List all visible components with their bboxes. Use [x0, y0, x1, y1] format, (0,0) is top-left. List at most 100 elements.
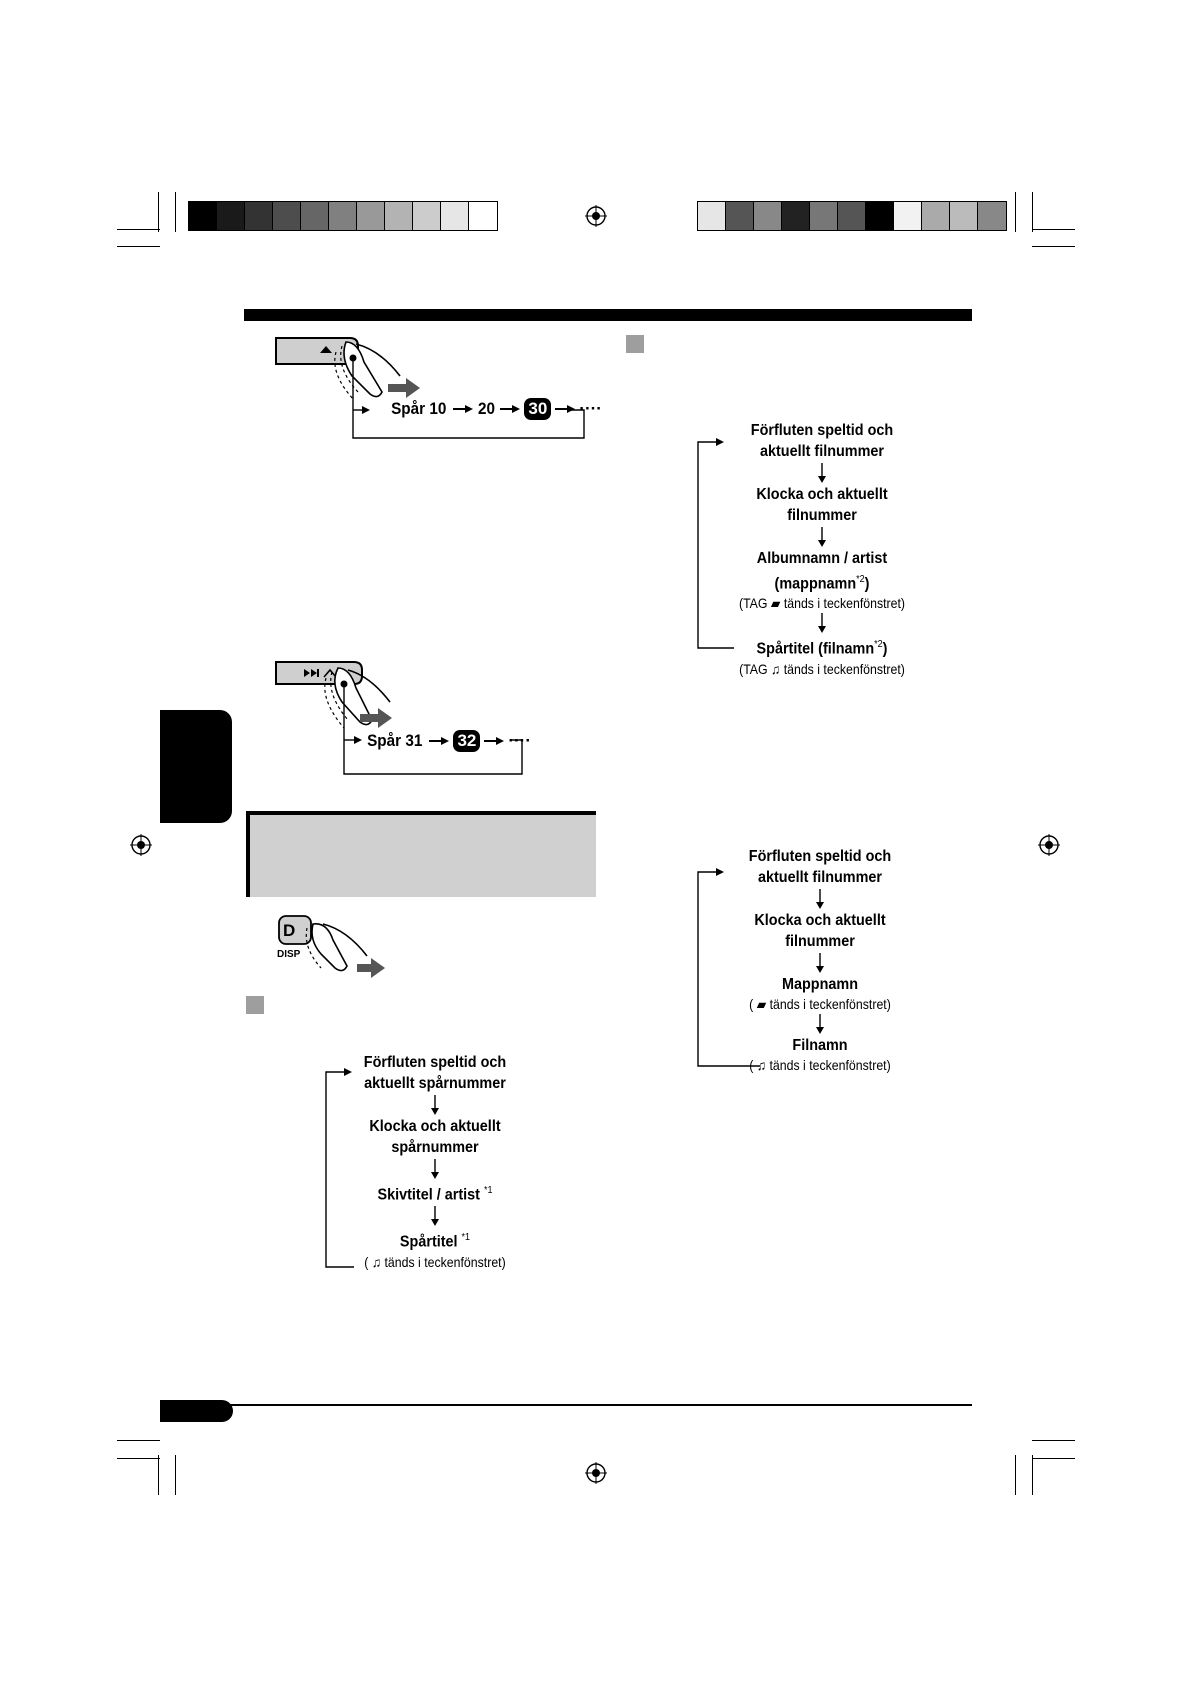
color-swatch	[698, 202, 726, 230]
flow-step-text: Albumnamn / artist	[756, 550, 888, 567]
flow-step-label: Skivtitel / artist	[377, 1186, 480, 1204]
color-swatch	[329, 202, 357, 230]
arrow-down-icon	[720, 888, 920, 910]
color-swatch	[866, 202, 894, 230]
color-bar-left	[188, 201, 498, 231]
registration-mark-icon	[130, 834, 152, 856]
flow-step-text: filnummer	[785, 933, 855, 950]
arrow-down-icon	[340, 1158, 530, 1180]
arrow-down-icon	[720, 952, 920, 974]
registration-mark-icon	[1038, 834, 1060, 856]
section-marker-square	[626, 335, 644, 353]
track-sequence-1: Spår 10 20 30 ····	[388, 398, 602, 420]
flow-step-text: Klocka och aktuellt	[369, 1118, 501, 1135]
sequence-current: 30	[524, 398, 552, 420]
color-swatch	[357, 202, 385, 230]
arrow-down-icon	[722, 612, 922, 634]
color-swatch	[273, 202, 301, 230]
sequence-start: Spår 31	[367, 731, 423, 750]
color-swatch	[838, 202, 866, 230]
flow-step-note-text: tänds i teckenfönstret	[384, 1253, 502, 1270]
flow-step-text: Skivtitel / artist *1	[350, 1180, 521, 1205]
color-swatch	[950, 202, 978, 230]
flow-step-note: (TAG ♫ tänds i teckenfönstret)	[734, 660, 910, 678]
color-swatch	[245, 202, 273, 230]
arrow-right-icon	[484, 737, 505, 745]
flow-step-note: ( ♫ tänds i teckenfönstret)	[749, 1057, 891, 1073]
color-bar-right	[697, 201, 1007, 231]
flow-step-text: Förfluten speltid och	[748, 848, 892, 865]
disp-key-letter: D	[283, 921, 296, 940]
flow-step-text: Klocka och aktuellt	[756, 486, 888, 503]
flow-step-note: (TAG ▰ tänds i teckenfönstret)	[734, 594, 910, 612]
color-swatch	[782, 202, 810, 230]
tag-flow-loop-line	[697, 438, 734, 649]
arrow-right-icon	[500, 405, 521, 413]
flow-step-note: ( ♫ tänds i teckenfönstret)	[364, 1253, 506, 1270]
flow-step-text: Spårtitel *1	[350, 1227, 521, 1252]
sequence-value: 20	[478, 399, 496, 418]
next-button-press-illustration	[275, 661, 523, 775]
flow-step-text: filnummer	[787, 507, 857, 524]
flow-step-text: aktuellt filnummer	[759, 443, 885, 460]
sequence-start: Spår 10	[391, 399, 447, 418]
folder-icon: ▰	[756, 996, 767, 1012]
disp-button-illustration	[278, 915, 385, 978]
flow-step-label: Spårtitel	[399, 1233, 458, 1251]
footnote-ref: *1	[461, 1232, 471, 1244]
flow-step-label: )	[882, 640, 888, 658]
flow-step-label: (mappnamn	[774, 575, 857, 593]
cd-display-flow: Förfluten speltid och aktuellt spårnumme…	[340, 1052, 530, 1271]
arrow-right-icon	[429, 737, 450, 745]
flow-step-text: Filnamn	[792, 1037, 848, 1054]
folder-icon: ▰	[770, 595, 781, 612]
music-note-icon: ♫	[371, 1253, 382, 1270]
color-swatch	[385, 202, 413, 230]
flow-step-text: Förfluten speltid och	[363, 1054, 507, 1071]
sequence-ellipsis: ····	[508, 731, 532, 750]
cd-flow-loop-line	[325, 1068, 354, 1268]
section-marker-square	[246, 996, 264, 1014]
mp3-display-flow: Förfluten speltid och aktuellt filnummer…	[720, 846, 920, 1074]
footnote-ref: *1	[483, 1185, 493, 1196]
header-rule	[244, 309, 972, 321]
arrow-down-icon	[720, 1013, 920, 1035]
flow-step-note: ( ▰ tänds i teckenfönstret)	[749, 996, 891, 1012]
flow-step-text: Förfluten speltid och	[750, 422, 894, 439]
color-swatch	[441, 202, 469, 230]
flow-step-text: Spårtitel (filnamn*2)	[732, 634, 912, 659]
footer-rule	[160, 1404, 972, 1406]
flow-step-text: Mappnamn	[781, 976, 858, 993]
color-swatch	[726, 202, 754, 230]
sequence-ellipsis: ····	[579, 399, 602, 418]
arrow-right-icon	[453, 405, 474, 413]
music-note-icon: ♫	[771, 660, 781, 677]
flow-step-note-text: (TAG	[739, 660, 768, 677]
flow-step-note-text: tänds i teckenfönstret)	[783, 595, 906, 612]
sequence-current: 32	[453, 730, 481, 752]
tag-display-flow: Förfluten speltid och aktuellt filnummer…	[722, 420, 922, 678]
color-swatch	[810, 202, 838, 230]
color-swatch	[754, 202, 782, 230]
arrow-down-icon	[722, 462, 922, 484]
arrow-right-icon	[555, 405, 576, 413]
flow-step-note-text: tänds i teckenfönstret	[769, 996, 887, 1012]
disp-key-label: DISP	[277, 949, 301, 960]
color-swatch	[189, 202, 217, 230]
registration-mark-icon	[585, 1462, 607, 1484]
page-number-tab	[160, 1400, 233, 1422]
footnote-ref: *2	[856, 574, 865, 585]
flow-step-text: aktuellt spårnummer	[364, 1075, 506, 1092]
flow-step-note-text: tänds i teckenfönstret	[769, 1057, 887, 1073]
footnote-ref: *2	[874, 639, 883, 651]
flow-step-note-text: tänds i teckenfönstret)	[783, 660, 905, 677]
color-swatch	[413, 202, 441, 230]
flow-step-text: aktuellt filnummer	[757, 869, 883, 886]
arrow-down-icon	[722, 526, 922, 548]
language-side-tab	[160, 710, 232, 823]
color-swatch	[978, 202, 1006, 230]
color-swatch	[217, 202, 245, 230]
color-swatch	[469, 202, 497, 230]
music-note-icon: ♫	[756, 1057, 767, 1073]
flow-step-text: (mappnamn*2)	[732, 569, 912, 594]
